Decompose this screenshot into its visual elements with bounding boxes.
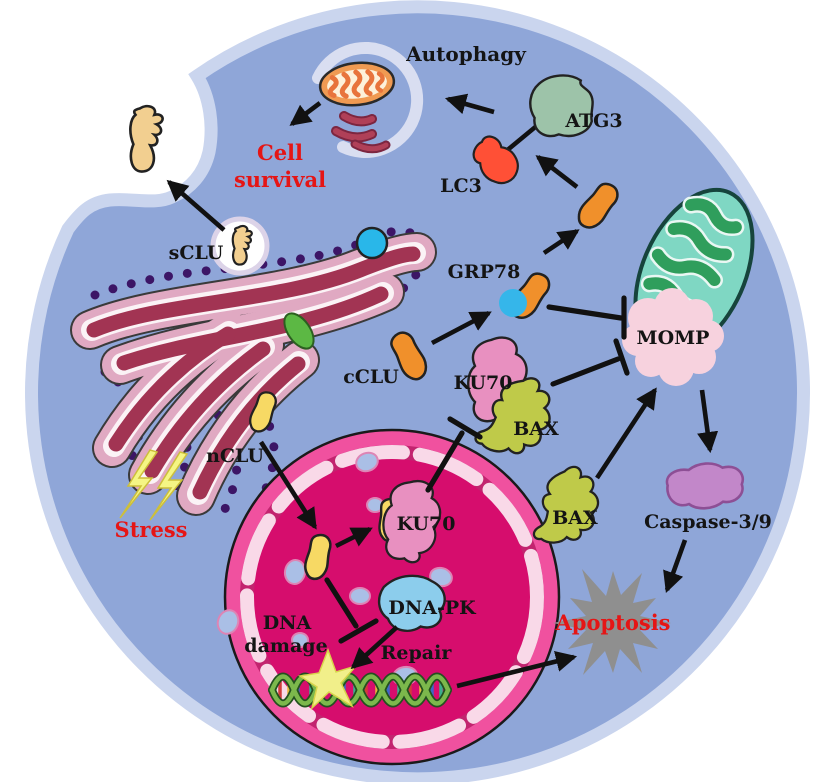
lc3-label: LC3 <box>440 175 482 197</box>
grp78-label: GRP78 <box>448 261 521 283</box>
arrow-autophagy-survival <box>289 101 322 126</box>
repair-label: Repair <box>381 642 453 664</box>
stress-lightning <box>119 449 189 521</box>
caspase-label: Caspase-3/9 <box>644 511 772 533</box>
arrow-dnapk-repair <box>350 625 399 670</box>
arrow-nclu-nucleus <box>259 440 317 530</box>
er-blue-protein <box>355 226 389 260</box>
dna-damage-label-2: damage <box>244 635 327 657</box>
momp-label: MOMP <box>637 327 710 349</box>
cell-survival-label-2: survival <box>234 167 326 192</box>
lightning-icon <box>119 449 159 519</box>
nuclear-speckles <box>216 451 453 687</box>
apoptosis-label: Apoptosis <box>555 610 671 635</box>
grp78-protein <box>499 289 527 317</box>
inhibit-ku70bax-momp <box>550 356 621 387</box>
arrow-dna-apoptosis <box>456 651 578 689</box>
er-green-protein <box>283 312 315 350</box>
bax-free-label: BAX <box>552 507 598 529</box>
nclu-label: nCLU <box>206 445 264 467</box>
nuclear-envelope-segments <box>240 445 544 749</box>
inhibit-grp78-momp <box>546 304 624 321</box>
arrow-sclu-secretion <box>166 179 226 232</box>
stress-label: Stress <box>115 517 188 542</box>
er-tubules <box>70 232 437 516</box>
ku70-nuc-label: KU70 <box>397 513 456 535</box>
dna-strands <box>268 672 452 708</box>
sclu-label: sCLU <box>169 242 224 264</box>
inhibition-lines <box>324 295 630 644</box>
arrow-clu-lc3atg3 <box>535 155 579 189</box>
arrow-bax-momp <box>595 387 657 480</box>
autophagosome <box>312 41 424 158</box>
inhibit-nclu-ku70bax <box>425 430 465 493</box>
lightning-icon <box>149 451 189 521</box>
ku70-cyto-label: KU70 <box>454 372 513 394</box>
inhibit-nclu-repair <box>324 577 359 629</box>
dna-damage-star-icon <box>297 647 359 711</box>
engulfed-mitochondrion <box>318 61 396 107</box>
dnapk-label: DNA-PK <box>388 597 477 619</box>
engulfed-er-fragments <box>331 111 391 154</box>
autophagy-label: Autophagy <box>405 42 527 66</box>
arrow-momp-caspase <box>697 389 719 454</box>
arrow-caspase-apoptosis <box>663 539 688 593</box>
atg3-label: ATG3 <box>564 110 622 132</box>
arrow-nclu-ku70 <box>334 526 373 549</box>
arrow-lc3atg3-autophagosome <box>444 93 495 115</box>
endoplasmic-reticulum <box>70 226 437 520</box>
bax-complex-label: BAX <box>513 418 559 440</box>
cell-survival-label-1: Cell <box>257 140 303 165</box>
momp-cloud <box>622 288 724 386</box>
arrow-cclu-grp78 <box>430 310 492 346</box>
sclu-protein-secreted <box>129 104 164 173</box>
dna-damage-label-1: DNA <box>263 612 312 634</box>
apoptosis-burst <box>553 569 671 675</box>
arrows <box>166 93 719 689</box>
arrow-grp78-clu <box>542 229 580 255</box>
dna-helix <box>268 647 452 711</box>
cclu-label: cCLU <box>343 366 399 388</box>
